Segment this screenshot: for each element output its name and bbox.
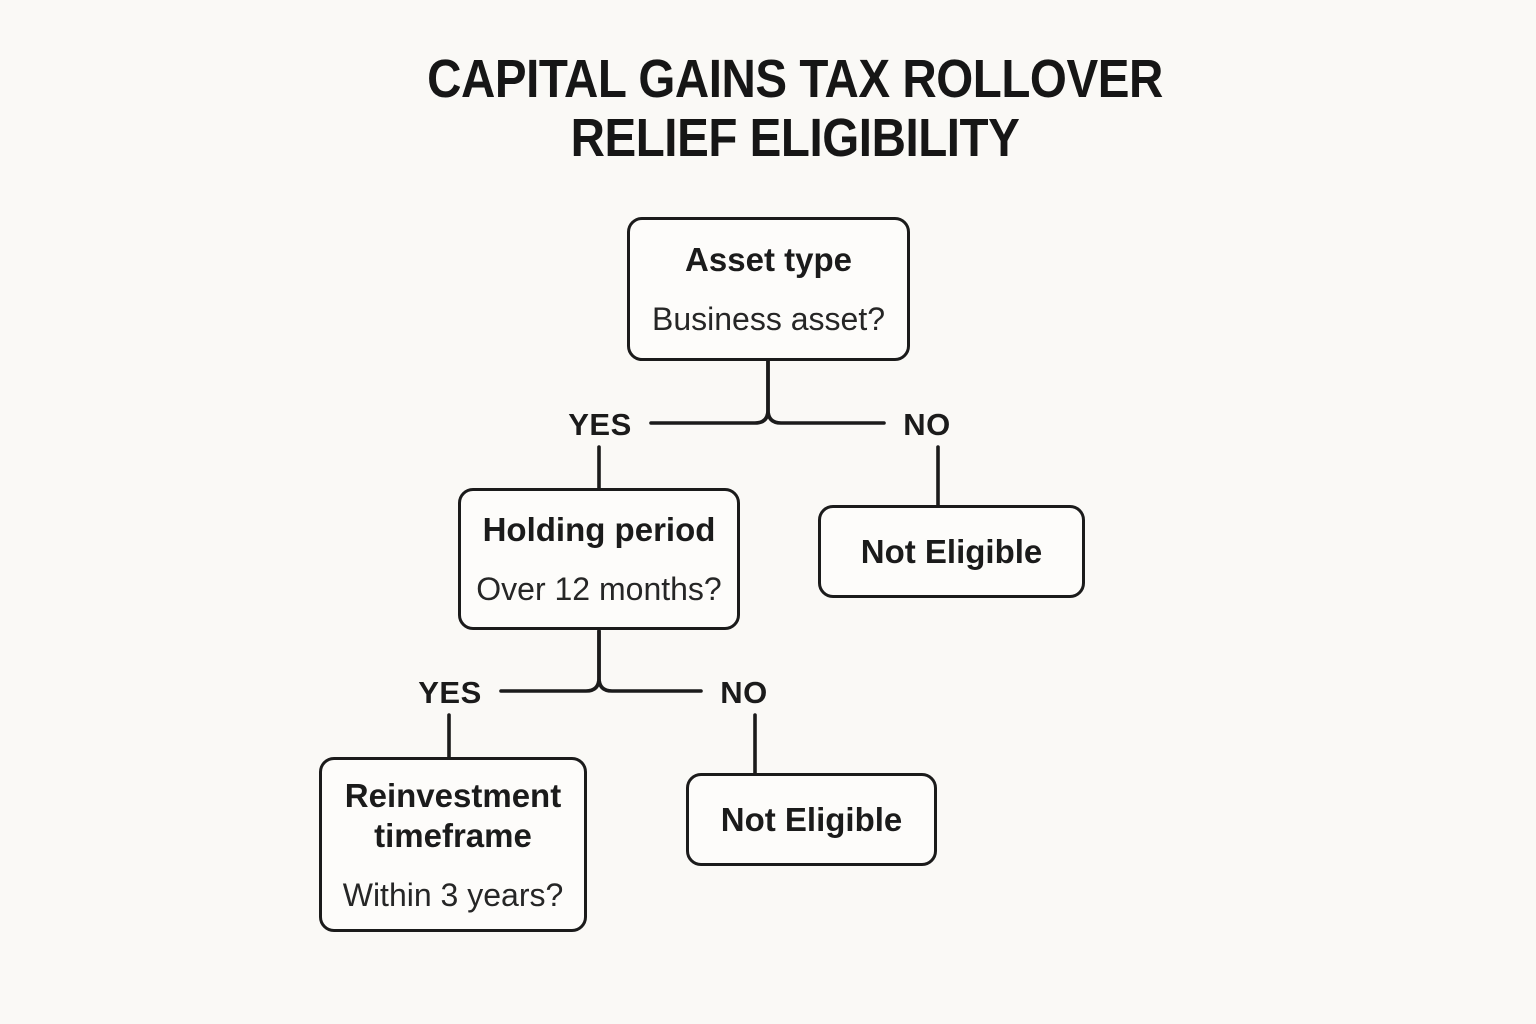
node-reinvestment-timeframe-heading: Reinvestment timeframe: [344, 776, 562, 854]
node-not-eligible-1-label: Not Eligible: [860, 532, 1043, 570]
node-asset-type-heading: Asset type: [685, 241, 852, 278]
node-asset-type: Asset type Business asset?: [627, 217, 910, 361]
node-asset-type-question: Business asset?: [651, 301, 885, 337]
node-holding-period-question: Over 12 months?: [476, 571, 722, 607]
node-not-eligible-2-label: Not Eligible: [720, 800, 903, 838]
branch2-no-label: NO: [720, 675, 768, 710]
connector-asset-to-yes: [649, 359, 770, 425]
connector-holding-to-no: [597, 629, 703, 693]
node-holding-period: Holding period Over 12 months?: [458, 488, 740, 630]
node-reinvestment-timeframe-question: Within 3 years?: [342, 876, 564, 913]
page-title-line-2: RELIEF ELIGIBILITY: [570, 108, 1020, 168]
connector-holding-to-yes: [499, 629, 601, 693]
node-not-eligible-2: Not Eligible: [686, 773, 937, 866]
page-title-line-1: CAPITAL GAINS TAX ROLLOVER: [427, 49, 1163, 109]
branch1-yes-label: YES: [568, 407, 632, 442]
connector-asset-to-no: [766, 359, 886, 425]
page-title: CAPITAL GAINS TAX ROLLOVER RELIEF ELIGIB…: [355, 50, 1235, 168]
node-not-eligible-1: Not Eligible: [818, 505, 1085, 598]
branch1-no-label: NO: [903, 407, 951, 442]
branch2-yes-label: YES: [418, 675, 482, 710]
node-reinvestment-timeframe: Reinvestment timeframe Within 3 years?: [319, 757, 587, 932]
node-holding-period-heading: Holding period: [482, 511, 716, 548]
